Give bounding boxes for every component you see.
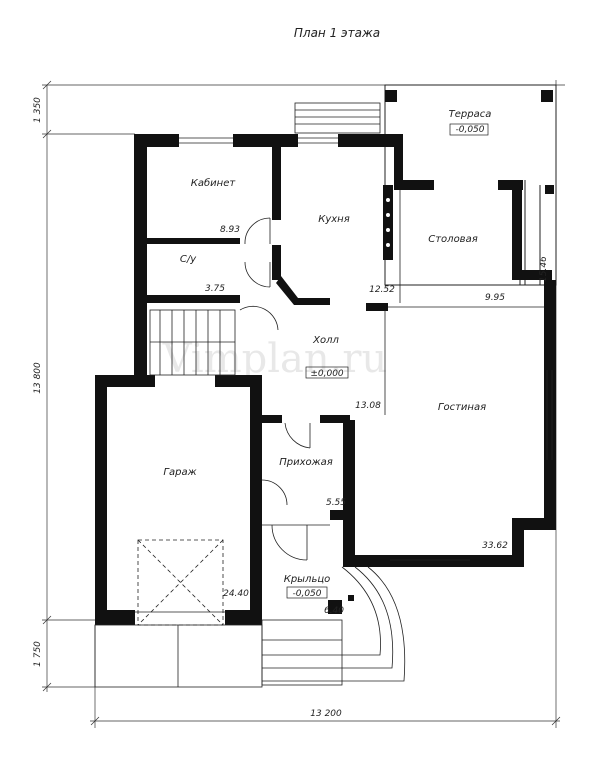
label-garage: Гараж xyxy=(163,467,196,478)
kitchen-counter xyxy=(383,185,393,260)
area-hall: 13.08 xyxy=(355,401,381,411)
level-hall: ±0,000 xyxy=(310,369,344,379)
dim-left: 13 800 xyxy=(33,362,43,394)
label-study: Кабинет xyxy=(191,177,237,189)
label-bathroom: С/у xyxy=(180,254,197,265)
bathroom-fixtures xyxy=(155,296,208,302)
label-hall: Холл xyxy=(312,335,339,346)
area-terrace: 15.46 xyxy=(539,256,549,282)
dim-bottom-left: 1 750 xyxy=(33,641,43,667)
label-entry: Прихожая xyxy=(279,457,333,468)
level-terrace: -0,050 xyxy=(455,125,484,135)
interior-lines xyxy=(94,137,553,688)
label-kitchen: Кухня xyxy=(318,214,350,225)
area-study: 8.93 xyxy=(220,225,240,235)
area-porch: 6.40 xyxy=(324,606,344,616)
area-dining: 9.95 xyxy=(485,293,505,303)
area-kitchen: 12.52 xyxy=(369,285,395,295)
area-garage: 24.40 xyxy=(223,589,249,599)
label-terrace: Терраса xyxy=(449,109,492,120)
level-porch: -0,050 xyxy=(292,589,321,599)
top-stairs xyxy=(294,102,381,134)
level-marks xyxy=(286,123,489,599)
kitchen-burners xyxy=(386,198,390,247)
label-dining: Столовая xyxy=(428,234,477,245)
plan-title: План 1 этажа xyxy=(294,26,380,40)
label-living: Гостиная xyxy=(438,402,486,413)
porch-light-icon xyxy=(348,595,354,601)
area-living: 33.62 xyxy=(482,541,508,551)
label-porch: Крыльцо xyxy=(284,574,331,585)
dim-bottom: 13 200 xyxy=(310,709,342,719)
dim-top: 1 350 xyxy=(33,97,43,123)
entry-cabinet xyxy=(343,425,353,460)
watermark: Vimplan.ru xyxy=(162,336,388,382)
walls xyxy=(95,134,556,625)
dimension-lines xyxy=(42,80,565,728)
area-bathroom: 3.75 xyxy=(205,284,225,294)
terrace-columns xyxy=(385,90,554,194)
area-entry: 5.55 xyxy=(326,498,346,508)
